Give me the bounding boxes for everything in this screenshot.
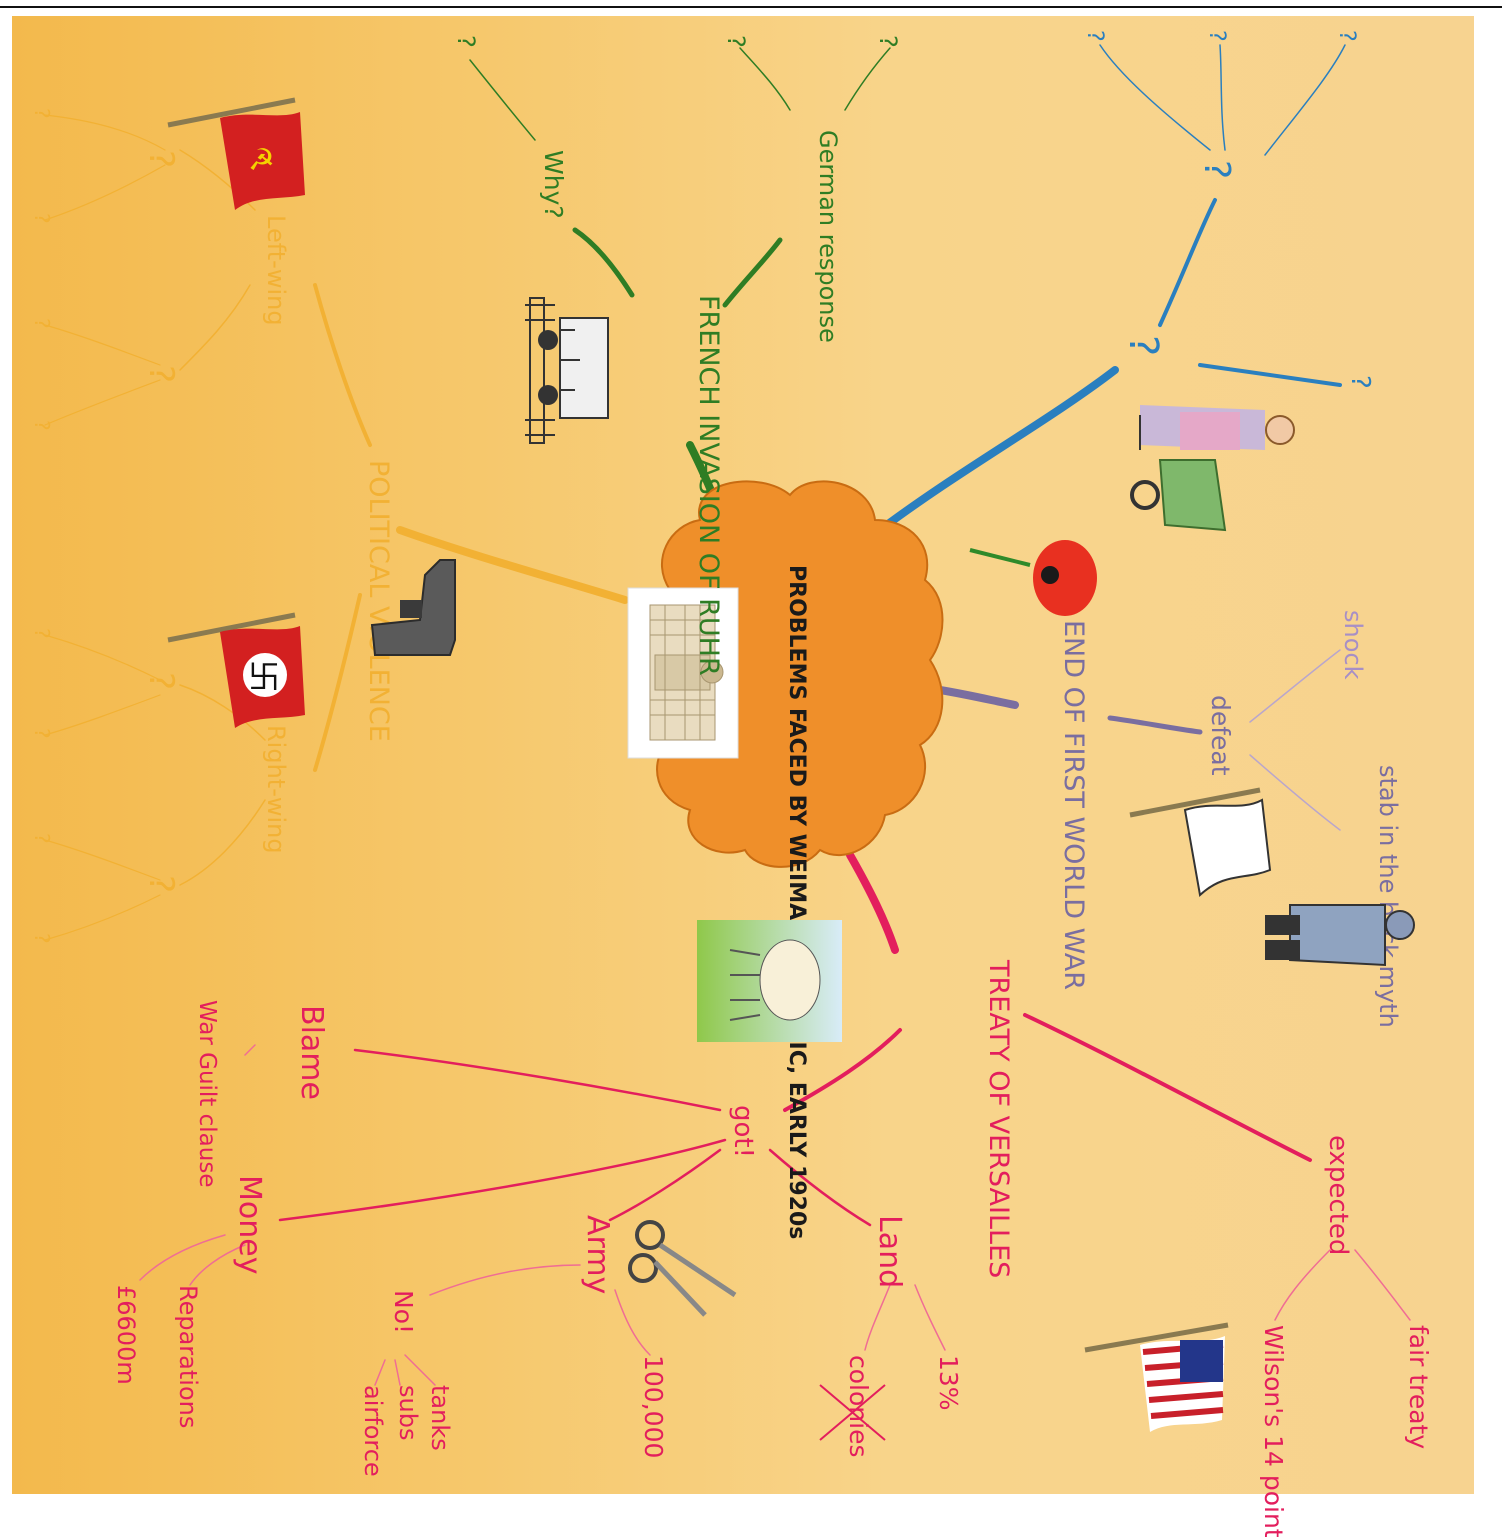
army-label: Army — [580, 1215, 615, 1294]
politics-q-4: ? — [141, 875, 181, 893]
endwar-leaf-lines — [1249, 649, 1341, 831]
fair-treaty-label: fair treaty — [1404, 1325, 1433, 1449]
shock-label: shock — [1339, 610, 1367, 680]
ruhr-q-2: ? — [722, 35, 750, 48]
us-flag-icon — [1084, 1322, 1229, 1432]
reichstag-icon — [627, 587, 739, 759]
no-label: No! — [389, 1290, 418, 1334]
versailles-branch-lines — [278, 851, 1312, 1227]
ruhr-q-3: ? — [874, 35, 902, 48]
politics-q-2: ? — [141, 365, 181, 383]
ruhr-q-1: ? — [452, 35, 480, 48]
subs-label: subs — [394, 1385, 422, 1440]
percent-label: 13% — [934, 1355, 963, 1411]
stab-line: stab in the back myth — [1374, 765, 1402, 1028]
politics-q-9: ? — [30, 628, 54, 639]
inflation-q-top-1: ? — [1082, 30, 1107, 42]
politics-q-3: ? — [141, 672, 181, 690]
inflation-q-right: ? — [1345, 375, 1375, 389]
german-response-label: German response — [814, 130, 842, 343]
army-size-label: 100,000 — [639, 1355, 668, 1458]
war-guilt-label: War Guilt clause — [194, 1000, 220, 1187]
politics-title: POLITICAL VIOLENCE — [363, 460, 394, 742]
politics-branch-lines — [44, 114, 629, 941]
land-label: Land — [872, 1215, 907, 1288]
why-label: Why? — [539, 150, 568, 219]
woman-wheelbarrow-icon — [1130, 405, 1295, 532]
stab-label: stab in the back myth — [1374, 765, 1402, 1028]
inflation-q-mid: ? — [1196, 160, 1237, 179]
defeat-label: defeat — [1206, 695, 1235, 776]
poppy-icon — [969, 540, 1097, 616]
got-label: got! — [728, 1105, 758, 1158]
airforce-label: airforce — [359, 1385, 387, 1477]
politics-q-7: ? — [30, 318, 54, 329]
cartoon-icon — [697, 920, 842, 1042]
politics-q-10: ? — [30, 728, 54, 739]
central-title: PROBLEMS FACED BY WEIMAR REPUBLIC, EARLY… — [784, 565, 809, 1239]
politics-q-11: ? — [30, 833, 54, 844]
politics-q-6: ? — [30, 213, 54, 224]
reparations-label: Reparations — [174, 1285, 202, 1428]
nazi-flag-icon: 卐 — [167, 612, 305, 728]
money-label: Money — [232, 1175, 267, 1274]
amount-label: £6600m — [112, 1285, 140, 1385]
train-wagon-icon — [525, 297, 609, 444]
pistol-icon — [370, 559, 456, 656]
right-wing-label: Right-wing — [262, 725, 290, 854]
inflation-branch-lines — [876, 44, 1346, 534]
blame-label: Blame — [294, 1005, 329, 1100]
white-flag-icon — [1129, 787, 1272, 897]
tanks-label: tanks — [426, 1385, 454, 1451]
ruhr-title: FRENCH INVASION OF RUHR — [693, 295, 724, 676]
scissors-icon — [628, 1220, 737, 1317]
top-rule — [0, 6, 1502, 8]
soldier-icon — [1265, 904, 1415, 967]
politics-q-12: ? — [30, 933, 54, 944]
inflation-q-top-2: ? — [1204, 30, 1229, 42]
soviet-flag-icon: ☭ — [167, 97, 305, 210]
svg-text:☭: ☭ — [248, 143, 275, 178]
left-wing-label: Left-wing — [262, 215, 290, 326]
svg-text:卐: 卐 — [248, 658, 280, 696]
wilson-label: Wilson's 14 points — [1259, 1325, 1288, 1537]
inflation-q-top-3: ? — [1334, 30, 1359, 42]
central-cloud: PROBLEMS FACED BY WEIMAR REPUBLIC, EARLY… — [647, 480, 944, 1239]
expected-label: expected — [1323, 1135, 1353, 1255]
versailles-title: TREATY OF VERSAILLES — [983, 959, 1014, 1278]
politics-q-1: ? — [141, 150, 181, 168]
versailles-leaf-lines — [139, 1044, 1411, 1386]
politics-q-5: ? — [30, 108, 54, 119]
inflation-q-main: ? — [1120, 335, 1166, 356]
endwar-title: END OF FIRST WORLD WAR — [1058, 620, 1089, 990]
politics-q-8: ? — [30, 420, 54, 431]
endwar-branch-lines — [936, 686, 1203, 735]
colonies-cross-out — [819, 1384, 886, 1441]
